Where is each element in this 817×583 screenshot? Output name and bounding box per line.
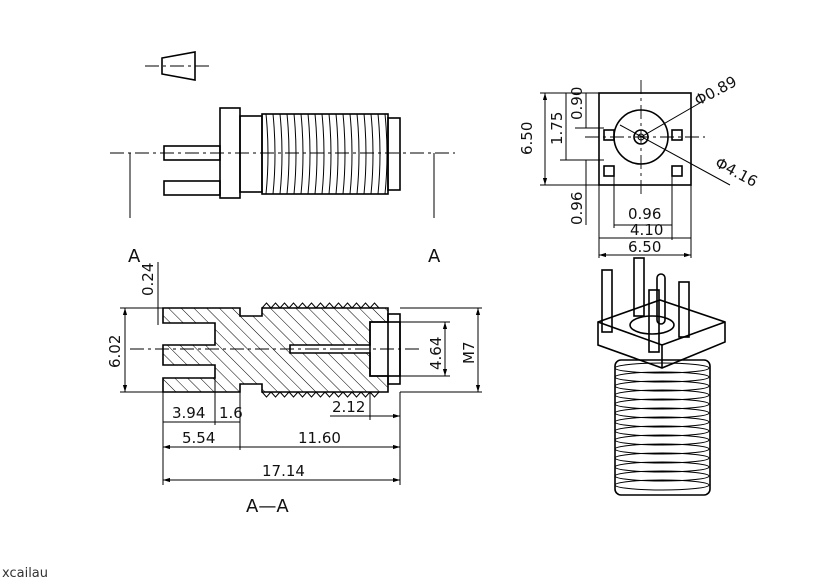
thread-line (286, 113, 290, 195)
iso-thread-ring (614, 452, 710, 464)
dim-0-24: 0.24 (139, 263, 157, 296)
isometric-view (597, 257, 726, 496)
dim-3-94: 3.94 (172, 404, 205, 422)
iso-thread-ring (614, 470, 710, 482)
thread-line (363, 113, 367, 195)
iso-thread-ring (614, 380, 710, 392)
thread-line (377, 113, 381, 195)
iso-thread-ring (614, 398, 710, 410)
dim-4-10: 4.10 (630, 221, 663, 239)
dim-dia-4-16: Φ4.16 (712, 154, 760, 191)
thread-tooth (261, 302, 272, 309)
dim-1-75: 1.75 (548, 112, 566, 145)
thread-line (349, 113, 353, 195)
thread-tooth (342, 302, 353, 309)
thread-line (279, 113, 283, 195)
thread-line (293, 113, 297, 195)
section-view (120, 262, 482, 485)
thread-line (328, 113, 332, 195)
dim-2-12: 2.12 (332, 398, 365, 416)
section-marker-left: A (128, 246, 141, 267)
thread-tooth (360, 302, 371, 309)
thread-line (384, 113, 388, 195)
thread-tooth (351, 391, 362, 398)
thread-tooth (306, 302, 317, 309)
dim-1-6: 1.6 (219, 404, 243, 422)
dim-dia-0-89: Φ0.89 (691, 72, 739, 109)
iso-thread-ring (614, 434, 710, 446)
thread-tooth (288, 302, 299, 309)
dim-4-64: 4.64 (427, 337, 445, 370)
section-title: A—A (246, 496, 289, 517)
dim-5-54: 5.54 (182, 429, 215, 447)
iso-thread-ring (614, 407, 710, 419)
thread-line (265, 113, 269, 195)
thread-tooth (279, 302, 290, 309)
thread-line (300, 113, 304, 195)
iso-thread-ring (614, 416, 710, 428)
thread-line (307, 113, 311, 195)
thread-tooth (351, 302, 362, 309)
dim-6-02: 6.02 (106, 335, 124, 368)
thread-tooth (306, 391, 317, 398)
iso-thread-ring (614, 371, 710, 383)
dim-0-96-horizontal: 0.96 (628, 205, 661, 223)
thread-line (314, 113, 318, 195)
dim-6-50-vertical: 6.50 (518, 122, 536, 155)
thread-tooth (342, 391, 353, 398)
dim-0-90: 0.90 (568, 87, 586, 120)
iso-thread-ring (614, 425, 710, 437)
side-view (110, 107, 455, 218)
dim-m7: M7 (460, 342, 478, 365)
thread-tooth (324, 302, 335, 309)
thread-tooth (333, 302, 344, 309)
thread-line (356, 113, 360, 195)
thread-tooth (270, 391, 281, 398)
thread-line (342, 113, 346, 195)
section-marker-right: A (428, 246, 441, 267)
thread-tooth (261, 391, 272, 398)
thread-tooth (369, 391, 380, 398)
thread-tooth (288, 391, 299, 398)
iso-thread-ring (614, 479, 710, 491)
thread-line (370, 113, 374, 195)
iso-thread-ring (614, 389, 710, 401)
thread-line (335, 113, 339, 195)
thread-tooth (324, 391, 335, 398)
thread-tooth (279, 391, 290, 398)
dim-11-60: 11.60 (298, 429, 341, 447)
thread-tooth (360, 391, 371, 398)
thread-tooth (315, 391, 326, 398)
thread-line (321, 113, 325, 195)
thread-tooth (315, 302, 326, 309)
iso-thread-ring (614, 461, 710, 473)
thread-tooth (369, 302, 380, 309)
thread-tooth (297, 391, 308, 398)
watermark: xcailau (2, 566, 48, 581)
top-view (540, 80, 731, 258)
iso-thread-ring (614, 443, 710, 455)
projection-symbol-icon (145, 51, 210, 81)
dim-0-96-vertical: 0.96 (568, 192, 586, 225)
thread-tooth (270, 302, 281, 309)
thread-line (272, 113, 276, 195)
thread-tooth (297, 302, 308, 309)
thread-tooth (333, 391, 344, 398)
dim-17-14: 17.14 (262, 462, 305, 480)
dim-6-50-horizontal: 6.50 (628, 238, 661, 256)
